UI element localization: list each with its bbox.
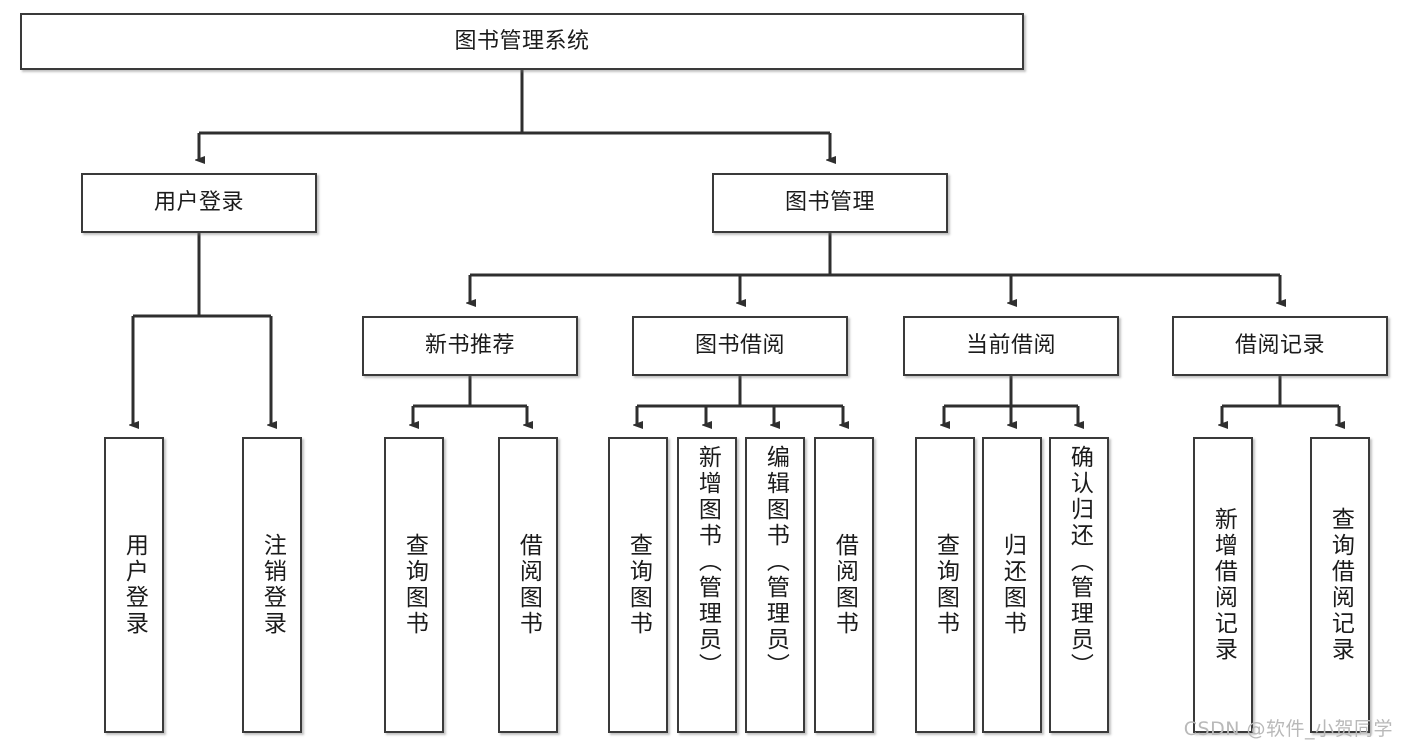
leaf-add-book-admin[interactable]: 新增图书（管理员） — [677, 437, 737, 733]
leaf-confirm-return-admin[interactable]: 确认归还（管理员） — [1049, 437, 1109, 733]
leaf-query-book-current[interactable]: 查询图书 — [915, 437, 975, 733]
node-current-borrow[interactable]: 当前借阅 — [903, 316, 1119, 376]
leaf-query-borrow-record[interactable]: 查询借阅记录 — [1310, 437, 1370, 733]
leaf-borrow-book-rec-label: 借阅图书 — [515, 533, 542, 637]
leaf-query-book-rec-label: 查询图书 — [401, 533, 428, 637]
leaf-borrow-book-rec[interactable]: 借阅图书 — [498, 437, 558, 733]
node-new-book-recommend[interactable]: 新书推荐 — [362, 316, 578, 376]
node-book-borrow[interactable]: 图书借阅 — [632, 316, 848, 376]
leaf-query-book-rec[interactable]: 查询图书 — [384, 437, 444, 733]
leaf-confirm-return-admin-label: 确认归还（管理员） — [1066, 445, 1093, 679]
leaf-query-book-borrow[interactable]: 查询图书 — [608, 437, 668, 733]
leaf-add-book-admin-label: 新增图书（管理员） — [694, 445, 721, 679]
node-borrow-record[interactable]: 借阅记录 — [1172, 316, 1388, 376]
leaf-user-login-label: 用户登录 — [121, 533, 148, 637]
watermark: CSDN @软件_小贺同学 — [1183, 718, 1393, 740]
leaf-add-borrow-record[interactable]: 新增借阅记录 — [1193, 437, 1253, 733]
leaf-user-login[interactable]: 用户登录 — [104, 437, 164, 733]
leaf-user-logout-label: 注销登录 — [259, 533, 286, 637]
leaf-add-borrow-record-label: 新增借阅记录 — [1210, 507, 1237, 663]
leaf-borrow-book[interactable]: 借阅图书 — [814, 437, 874, 733]
leaf-return-book-label: 归还图书 — [999, 533, 1026, 637]
node-book-management-label: 图书管理 — [784, 190, 875, 216]
leaf-return-book[interactable]: 归还图书 — [982, 437, 1042, 733]
node-borrow-record-label: 借阅记录 — [1234, 333, 1325, 359]
leaf-query-book-current-label: 查询图书 — [932, 533, 959, 637]
leaf-edit-book-admin-label: 编辑图书（管理员） — [762, 445, 789, 679]
node-user-login[interactable]: 用户登录 — [81, 173, 317, 233]
node-root[interactable]: 图书管理系统 — [20, 13, 1024, 70]
node-root-label: 图书管理系统 — [454, 28, 590, 54]
leaf-edit-book-admin[interactable]: 编辑图书（管理员） — [745, 437, 805, 733]
node-new-book-recommend-label: 新书推荐 — [424, 333, 515, 359]
leaf-user-logout[interactable]: 注销登录 — [242, 437, 302, 733]
leaf-query-book-borrow-label: 查询图书 — [625, 533, 652, 637]
leaf-query-borrow-record-label: 查询借阅记录 — [1327, 507, 1354, 663]
node-book-management[interactable]: 图书管理 — [712, 173, 948, 233]
leaf-borrow-book-label: 借阅图书 — [831, 533, 858, 637]
node-book-borrow-label: 图书借阅 — [694, 333, 785, 359]
node-current-borrow-label: 当前借阅 — [965, 333, 1056, 359]
node-user-login-label: 用户登录 — [153, 190, 244, 216]
